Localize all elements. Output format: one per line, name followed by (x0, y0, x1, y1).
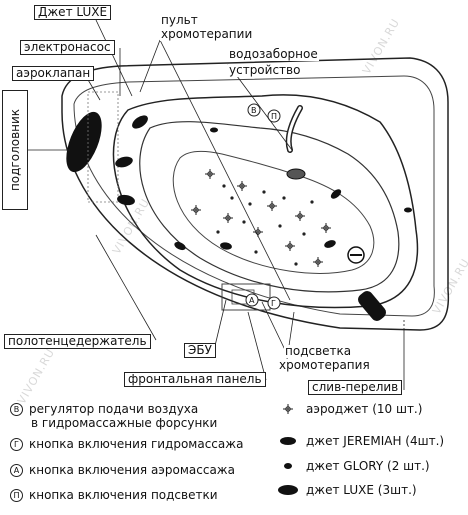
glory-jet (210, 127, 218, 133)
legend-aerojet-icon (283, 404, 293, 414)
marker-p: П (271, 112, 278, 121)
legend-symbol-p: П (10, 489, 23, 502)
tub-rim-inner (73, 75, 435, 317)
water-intake (286, 168, 306, 180)
drain-overflow (358, 291, 386, 321)
label-front-panel: фронтальная панель (124, 372, 266, 387)
legend-symbol-a: А (10, 464, 23, 477)
tub-markers (245, 103, 281, 310)
legend-symbol-g: Г (10, 438, 23, 451)
label-towel-holder: полотенцедержатель (4, 334, 151, 349)
legend-jeremiah: джет JEREMIAH (4шт.) (306, 434, 445, 448)
label-remote-1: пульт (160, 13, 199, 27)
tub-basin-outer (112, 94, 419, 309)
label-ebu: ЭБУ (184, 343, 216, 358)
label-headrest-box: подголовник (2, 90, 28, 210)
legend-glory: джет GLORY (2 шт.) (306, 459, 430, 473)
glory-jet (404, 207, 412, 213)
aerojets (191, 169, 331, 267)
leader-lines (28, 19, 405, 390)
jeremiah-jet (330, 189, 342, 199)
jeremiah-jet (174, 241, 186, 251)
ebu-unit (221, 283, 271, 311)
air-dots (216, 184, 314, 266)
legend-aerojet: аэроджет (10 шт.) (306, 402, 423, 416)
legend-glory-icon (284, 463, 292, 469)
legend-luxe: джет LUXE (3шт.) (306, 483, 417, 497)
luxe-jet (132, 115, 148, 129)
pump-area (87, 91, 119, 203)
label-jet-luxe: Джет LUXE (34, 5, 112, 20)
marker-a: А (249, 296, 255, 305)
legend-luxe-icon (278, 485, 298, 495)
label-chromotherapy: хромотерапия (278, 358, 371, 372)
legend-jeremiah-icon (280, 437, 296, 445)
jeremiah-jet (220, 242, 232, 250)
label-air-valve: аэроклапан (12, 66, 95, 81)
label-drain-overflow: слив-перелив (308, 380, 403, 395)
luxe-jet (117, 194, 135, 206)
tub-outer-rim (61, 57, 450, 331)
marker-v: В (251, 106, 257, 115)
drain-circle (347, 246, 365, 264)
luxe-jet (115, 156, 133, 168)
tub-basin-floor (172, 150, 375, 274)
marker-g: Г (271, 299, 276, 308)
legend-air-regulator-2: в гидромассажные форсунки (31, 416, 218, 430)
jeremiah-jet (324, 240, 336, 248)
headrest (66, 111, 102, 173)
label-backlight: подсветка (284, 344, 353, 358)
label-headrest: подголовник (8, 108, 22, 192)
label-intake-1: водозаборное (228, 47, 319, 61)
label-pump: электронасос (20, 40, 115, 55)
legend-symbol-v: В (10, 403, 23, 416)
label-remote-2: хромотерапии (160, 27, 254, 41)
label-intake-2: устройство (228, 63, 302, 77)
